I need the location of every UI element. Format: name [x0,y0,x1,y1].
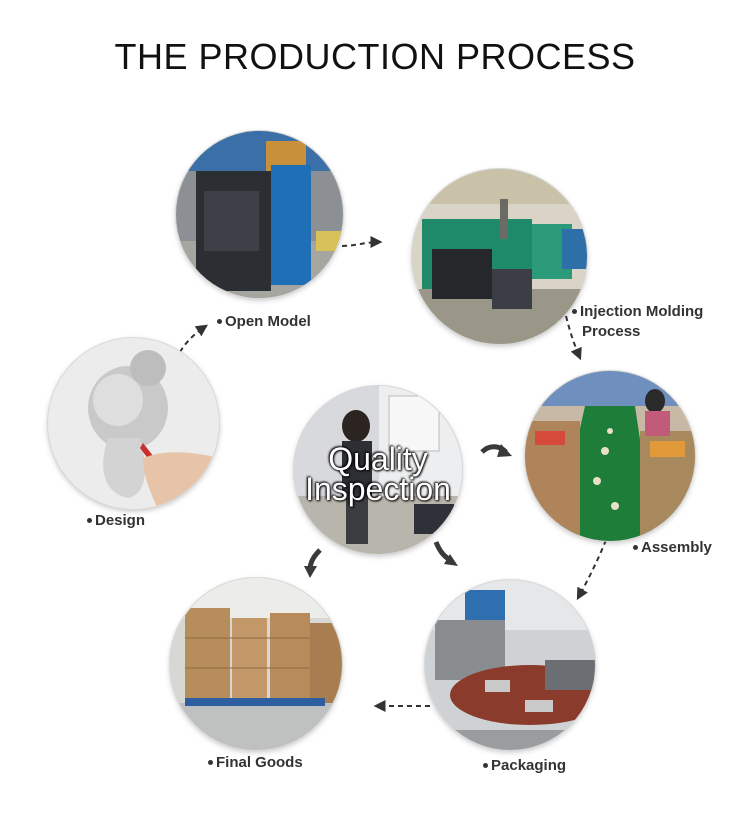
bullet-dot [483,763,488,768]
page-title: THE PRODUCTION PROCESS [0,36,750,78]
bullet-dot [572,309,577,314]
arrow-assembly-to-packaging [578,540,606,598]
step-label-injection-molding: Injection Molding Process [572,302,703,342]
curved-arrow-to-final [304,550,320,578]
step-label-assembly: Assembly [633,538,712,558]
step-label-open-model: Open Model [217,312,311,332]
bullet-dot [87,518,92,523]
curved-arrow-to-packaging [436,542,458,566]
bullet-dot [208,760,213,765]
quality-inspection-image: Quality Inspection [294,386,462,554]
design-image [48,338,219,509]
bullet-dot [217,319,222,324]
packaging-image [425,580,595,750]
open-model-image [176,131,343,298]
injection-molding-image [412,169,587,344]
arrow-design-to-open [180,326,206,352]
bullet-dot [633,545,638,550]
arrow-open-to-injection [342,242,380,246]
step-label-packaging: Packaging [483,756,566,776]
quality-inspection-label: Quality Inspection [294,444,462,504]
final-goods-image [170,578,342,750]
step-label-final-goods: Final Goods [208,753,303,773]
step-label-design: Design [87,511,145,531]
curved-arrow-to-assembly [482,444,512,457]
assembly-image [525,371,695,541]
